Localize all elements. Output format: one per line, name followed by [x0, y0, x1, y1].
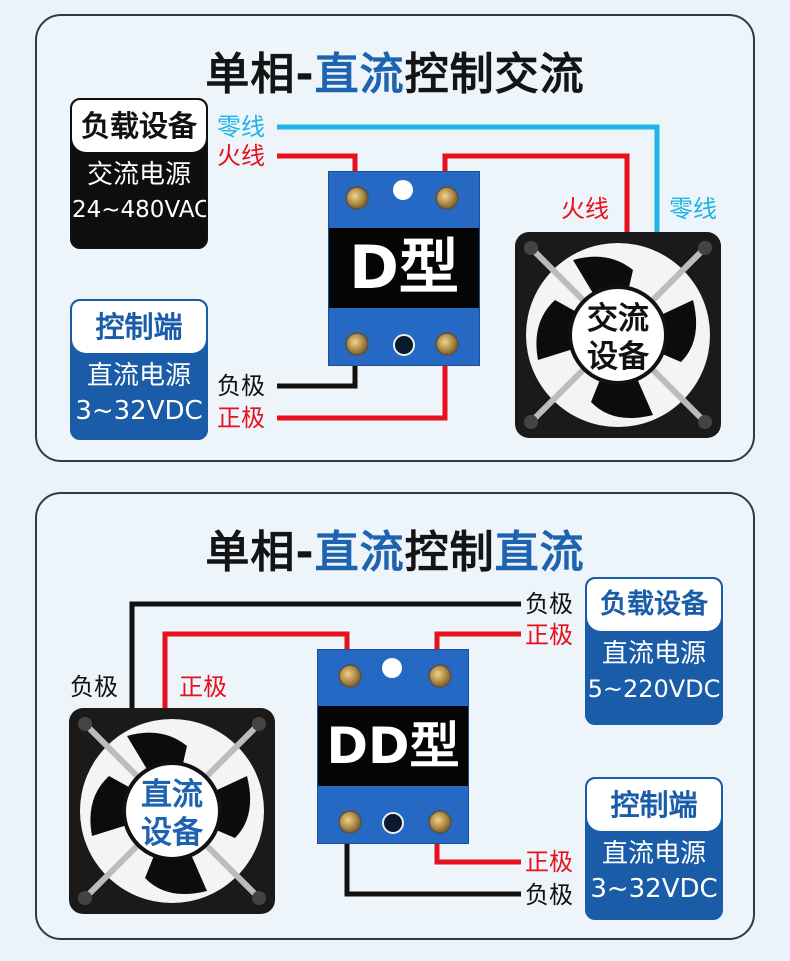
label-neutral-right: 零线: [669, 195, 717, 223]
terminal-screw: [428, 810, 452, 834]
label-load-positive: 正极: [525, 621, 573, 649]
label-ctrl-positive: 正极: [525, 848, 573, 876]
load-power-type: 直流电源: [601, 639, 706, 669]
label-fan-negative: 负极: [70, 673, 118, 701]
load-power-type: 交流电源: [86, 160, 191, 190]
relay-type-label: D型: [329, 228, 479, 308]
solid-state-relay-dd: DD型: [317, 649, 469, 844]
load-voltage: 5~220VDC: [587, 675, 721, 703]
terminal-screw: [338, 664, 362, 688]
label-load-negative: 负极: [525, 590, 573, 618]
terminal-screw: [345, 332, 369, 356]
label-fan-positive: 正极: [179, 673, 227, 701]
label-live-right: 火线: [561, 195, 609, 223]
control-power-type: 直流电源: [601, 839, 706, 869]
control-end-box: 控制端 直流电源 3~32VDC: [585, 777, 723, 920]
relay-type-label: DD型: [318, 706, 468, 786]
solid-state-relay-d: D型: [328, 171, 480, 366]
control-power-type: 直流电源: [86, 361, 191, 391]
load-negative-wire: [129, 601, 521, 712]
terminal-screw: [435, 186, 459, 210]
ac-fan-icon: [515, 232, 721, 438]
panel-ac-control: 单相-直流控制交流 负载设备 交流电源 24~480VAC 控制端 直流电源 3…: [35, 14, 755, 462]
load-voltage: 24~480VAC: [72, 197, 208, 223]
terminal-screw: [428, 664, 452, 688]
mount-hole: [382, 812, 404, 834]
positive-wire: [277, 346, 448, 421]
mount-hole: [393, 334, 415, 356]
fan-label: 交流 设备: [587, 301, 649, 375]
panel-title: 单相-直流控制交流: [205, 49, 585, 100]
fan-label: 直流 设备: [141, 777, 203, 851]
control-end-title: 控制端: [587, 779, 721, 831]
control-voltage: 3~32VDC: [590, 874, 718, 904]
terminal-screw: [435, 332, 459, 356]
load-device-title: 负载设备: [587, 579, 721, 631]
terminal-screw: [345, 186, 369, 210]
ctrl-negative-wire: [344, 824, 521, 897]
load-device-box: 负载设备 交流电源 24~480VAC: [70, 98, 208, 249]
label-neutral-left: 零线: [217, 113, 265, 141]
control-end-box: 控制端 直流电源 3~32VDC: [70, 299, 208, 440]
mount-hole: [382, 658, 402, 678]
panel-dc-control: 单相-直流控制直流 负极 正极 负极 正极 正极 负极 负载设备 直流电源 5~…: [35, 492, 755, 940]
panel-title: 单相-直流控制直流: [205, 527, 585, 578]
label-positive: 正极: [217, 404, 265, 432]
dc-fan-icon: [69, 708, 275, 914]
control-end-title: 控制端: [72, 301, 206, 353]
label-live-left: 火线: [217, 142, 265, 170]
label-negative: 负极: [217, 372, 265, 400]
control-voltage: 3~32VDC: [75, 396, 203, 426]
terminal-screw: [338, 810, 362, 834]
neutral-wire: [277, 124, 660, 234]
label-ctrl-negative: 负极: [525, 881, 573, 909]
load-device-box: 负载设备 直流电源 5~220VDC: [585, 577, 723, 725]
mount-hole: [393, 180, 413, 200]
load-device-title: 负载设备: [72, 100, 206, 152]
